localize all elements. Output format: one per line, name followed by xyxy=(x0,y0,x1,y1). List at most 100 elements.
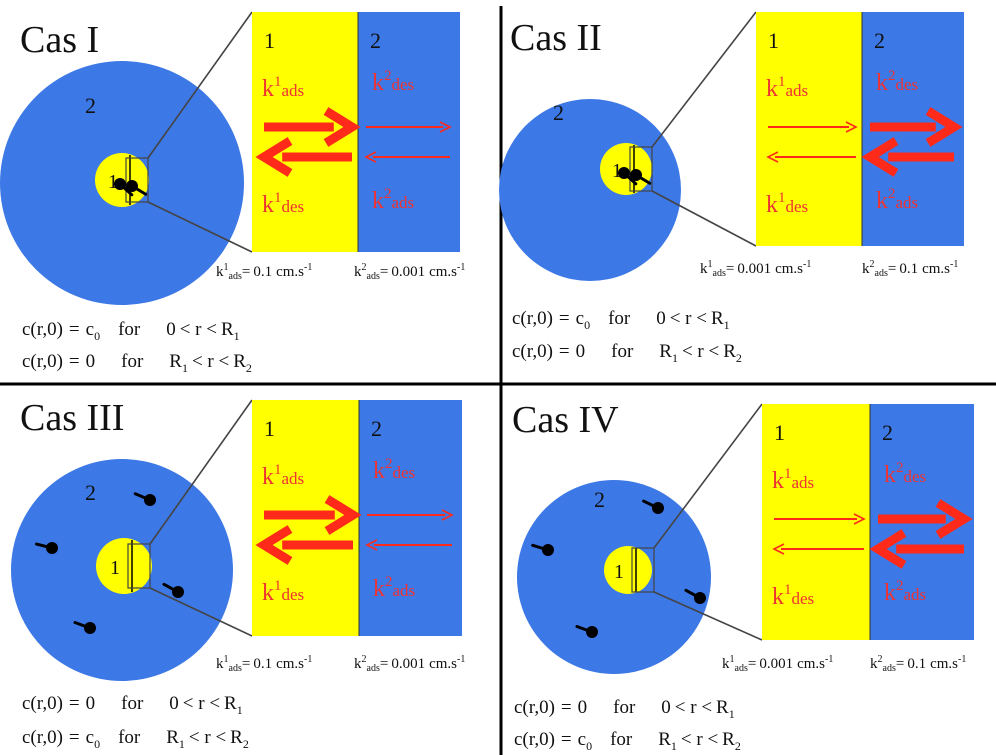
text-part: k xyxy=(372,70,384,96)
text-part: 2 xyxy=(385,456,393,472)
text-part: ads xyxy=(229,663,242,674)
text-part: c xyxy=(86,727,94,748)
text-part: 0.1 xyxy=(253,656,272,672)
text-part: R xyxy=(233,351,246,372)
text-part: 1 xyxy=(729,707,735,721)
panel-title: Cas IV xyxy=(512,399,619,441)
initial-condition-row1: c(r,0)=c0for0< r <R1 xyxy=(22,319,240,343)
text-part: -1 xyxy=(457,654,465,665)
text-part: ads xyxy=(792,473,815,492)
text-part: ads xyxy=(392,193,415,212)
text-part: -1 xyxy=(304,262,312,273)
text-part: -1 xyxy=(304,654,312,665)
text-part: ads xyxy=(904,585,927,604)
text-part: 1 xyxy=(182,361,188,375)
text-part: des xyxy=(282,585,305,604)
text-part: cm.s xyxy=(922,261,950,277)
text-part: 1 xyxy=(672,351,678,365)
text-part: ads xyxy=(282,81,305,100)
text-part: R xyxy=(659,341,672,362)
text-part: < r < xyxy=(192,351,229,372)
text-part: 1 xyxy=(778,74,786,90)
k1-ads-value: k1ads=0.1cm.s-1 xyxy=(216,262,312,282)
particle-4-head xyxy=(84,622,96,634)
text-part: = xyxy=(888,261,896,277)
text-part: for xyxy=(613,697,636,718)
text-part: 2 xyxy=(243,737,249,751)
text-part: = xyxy=(561,729,572,750)
text-part: 1 xyxy=(784,582,792,598)
zoom-region2-label: 2 xyxy=(874,28,885,53)
text-part: k xyxy=(373,576,385,602)
panel-title: Cas I xyxy=(20,19,99,61)
text-part: < r < xyxy=(681,729,718,750)
text-part: R xyxy=(722,729,735,750)
text-part: 1 xyxy=(274,74,282,90)
particle-3-head xyxy=(172,586,184,598)
text-part: 0 xyxy=(169,693,179,714)
text-part: = xyxy=(242,264,250,280)
text-part: ads xyxy=(367,271,380,282)
text-part: R xyxy=(166,727,179,748)
text-part: R xyxy=(224,693,237,714)
particle-3-head xyxy=(694,592,706,604)
k2-ads-value: k2ads=0.1cm.s-1 xyxy=(870,654,966,674)
region1-circle xyxy=(604,546,652,594)
text-part: R xyxy=(221,319,234,340)
text-part: R xyxy=(723,341,736,362)
text-part: des xyxy=(904,467,927,486)
text-part: 0.001 xyxy=(391,264,425,280)
particle-b-head xyxy=(114,178,126,190)
text-part: 0.001 xyxy=(737,261,771,277)
text-part: 1 xyxy=(778,190,786,206)
text-part: c(r,0) xyxy=(22,693,63,714)
text-part: k xyxy=(373,458,385,484)
text-part: 1 xyxy=(274,578,282,594)
text-part: k xyxy=(262,464,274,490)
text-part: ads xyxy=(282,469,305,488)
text-part: = xyxy=(748,656,756,672)
text-part: 2 xyxy=(246,361,252,375)
text-part: R xyxy=(711,308,724,329)
text-part: des xyxy=(392,75,415,94)
initial-condition-row2: c(r,0)=0forR1< r <R2 xyxy=(22,351,252,375)
text-part: R xyxy=(658,729,671,750)
text-part: = xyxy=(242,656,250,672)
particle-1-head xyxy=(652,502,664,514)
text-part: ads xyxy=(367,663,380,674)
text-part: 2 xyxy=(735,739,741,753)
panel-title: Cas II xyxy=(510,17,602,59)
text-part: cm.s xyxy=(797,656,825,672)
text-part: for xyxy=(121,693,144,714)
text-part: c(r,0) xyxy=(514,697,555,718)
text-part: des xyxy=(792,589,815,608)
text-part: for xyxy=(608,308,631,329)
text-part: for xyxy=(610,729,633,750)
region2-label: 2 xyxy=(85,93,96,118)
text-part: k xyxy=(766,192,778,218)
text-part: 2 xyxy=(888,186,896,202)
text-part: c(r,0) xyxy=(514,729,555,750)
text-part: k xyxy=(262,76,274,102)
zoom-region1-label: 1 xyxy=(768,28,779,53)
text-part: 0.001 xyxy=(759,656,793,672)
text-part: -1 xyxy=(803,259,811,270)
text-part: des xyxy=(786,197,809,216)
text-part: R xyxy=(169,351,182,372)
k1-ads-value: k1ads=0.1cm.s-1 xyxy=(216,654,312,674)
text-part: k xyxy=(876,188,888,214)
text-part: R xyxy=(230,727,243,748)
text-part: k xyxy=(262,580,274,606)
particle-b-head xyxy=(618,167,630,179)
text-part: = xyxy=(559,341,570,362)
text-part: = xyxy=(69,693,80,714)
text-part: c xyxy=(86,319,94,340)
text-part: < r < xyxy=(189,727,226,748)
text-part: 2 xyxy=(384,186,392,202)
text-part: ads xyxy=(229,271,242,282)
initial-condition-row2: c(r,0)=0forR1< r <R2 xyxy=(512,341,742,365)
